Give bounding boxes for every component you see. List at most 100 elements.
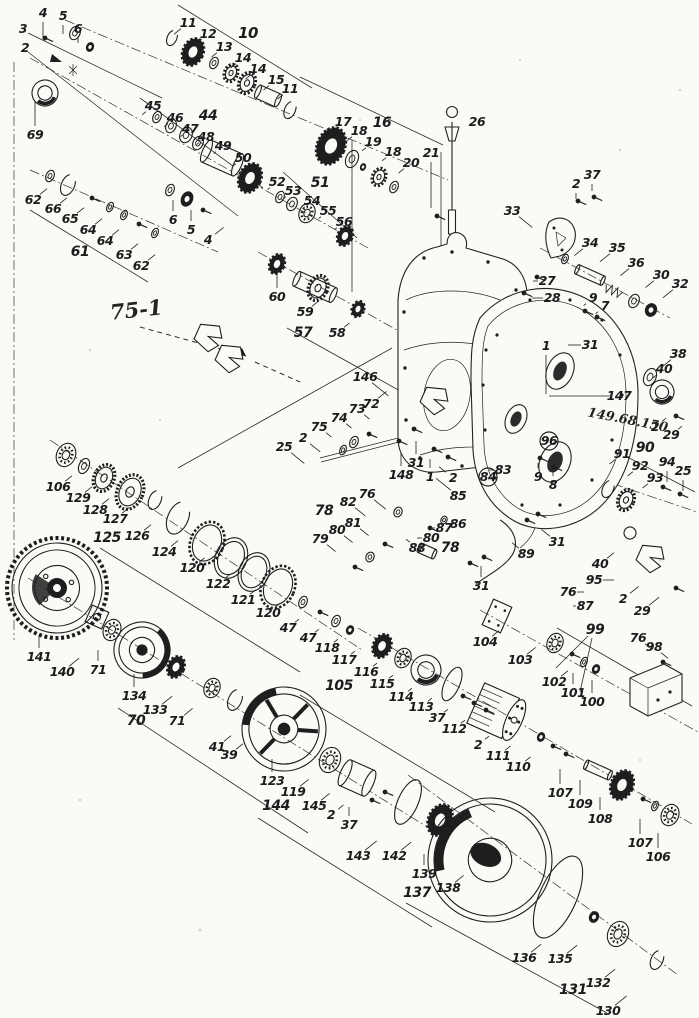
part-gear	[306, 273, 330, 303]
part-dgear	[314, 126, 348, 166]
leader-line	[372, 662, 378, 667]
part-cyl	[574, 264, 606, 286]
part-label-14: 14	[235, 50, 251, 65]
part-label-18: 18	[351, 123, 368, 138]
part-label-106: 106	[646, 849, 671, 864]
part-bolt	[460, 693, 472, 701]
part-label-50: 50	[235, 150, 252, 165]
leader-line	[645, 280, 655, 288]
part-label-86: 86	[450, 516, 467, 531]
part-washer	[275, 190, 285, 204]
part-label-55: 55	[320, 203, 337, 218]
part-label-96: 96	[541, 433, 558, 448]
part-label-65: 65	[62, 211, 79, 226]
part-label-109: 109	[568, 796, 593, 811]
part-flywheel	[5, 536, 109, 640]
part-label-85: 85	[450, 488, 467, 503]
part-label-108: 108	[588, 811, 613, 826]
leader-line	[388, 674, 394, 679]
part-bolt	[591, 194, 603, 202]
part-label-8: 8	[549, 477, 558, 492]
part-label-9: 9	[534, 469, 543, 484]
part-snap	[283, 100, 297, 120]
part-label-53: 53	[285, 183, 301, 198]
part-label-48: 48	[197, 129, 215, 144]
leader-line	[343, 535, 353, 543]
leader-line	[94, 218, 103, 225]
part-label-47: 47	[181, 121, 199, 136]
circled-label-ring	[539, 431, 559, 451]
part-label-70: 70	[127, 713, 146, 729]
leader-line	[350, 650, 356, 655]
part-dwasher	[644, 303, 658, 317]
part-washer	[580, 656, 588, 668]
part-cyl	[253, 84, 283, 108]
part-label-14: 14	[250, 61, 266, 76]
part-label-21: 21	[423, 145, 439, 160]
part-label-11: 11	[180, 15, 196, 30]
part-bearing	[318, 746, 342, 774]
part-label-131: 131	[559, 982, 587, 998]
part-label-60: 60	[269, 289, 286, 304]
leader-line	[320, 793, 330, 801]
part-bearing	[298, 202, 316, 224]
part-label-28: 28	[544, 290, 561, 305]
leader-line	[196, 142, 200, 145]
leader-line	[435, 478, 452, 491]
part-bolt	[673, 413, 685, 421]
leader-line	[333, 638, 339, 643]
part-label-52: 52	[269, 174, 285, 189]
leader-line	[230, 63, 237, 69]
part-bolt	[660, 484, 672, 492]
part-label-47: 47	[279, 620, 297, 635]
part-label-80: 80	[423, 530, 440, 545]
part-label-138: 138	[436, 880, 461, 895]
part-fork	[214, 344, 244, 374]
leader-line	[460, 719, 466, 724]
leader-line	[405, 538, 411, 543]
part-bolt	[640, 796, 652, 804]
part-label-41: 41	[208, 739, 225, 754]
part-washer	[331, 614, 341, 628]
leader-line	[609, 459, 616, 465]
part-label-40: 40	[655, 361, 673, 376]
part-washer	[339, 444, 347, 456]
leader-line	[648, 596, 660, 606]
part-label-75: 75	[311, 419, 328, 434]
part-dgear	[236, 162, 264, 194]
part-label-2: 2	[21, 40, 29, 55]
part-snap	[226, 689, 244, 711]
part-cyl	[292, 270, 338, 304]
part-washer	[344, 149, 360, 169]
leader-line	[299, 779, 309, 787]
part-washer	[651, 800, 659, 812]
leader-line	[193, 39, 202, 46]
part-washer	[152, 110, 162, 124]
leader-line	[290, 452, 305, 464]
part-disc	[259, 564, 297, 610]
part-disc2	[213, 537, 249, 579]
part-label-2: 2	[619, 591, 627, 606]
leader-line	[484, 735, 490, 740]
part-label-79: 79	[312, 531, 329, 546]
part-label-54: 54	[304, 193, 320, 208]
part-label-44: 44	[198, 108, 217, 124]
leader-line	[373, 499, 386, 510]
part-washer	[165, 183, 175, 197]
part-disc	[188, 520, 226, 566]
part-dgear	[350, 299, 366, 319]
part-label-127: 127	[103, 511, 128, 526]
part-label-11: 11	[282, 81, 298, 96]
part-label-7: 7	[601, 298, 610, 313]
part-label-2: 2	[572, 176, 580, 191]
part-label-124: 124	[152, 544, 177, 559]
leader-line	[629, 586, 639, 594]
part-label-94: 94	[659, 454, 675, 469]
part-bolt	[575, 198, 587, 206]
part-label-5: 5	[59, 8, 68, 23]
part-label-103: 103	[508, 652, 533, 667]
part-label-62: 62	[133, 258, 149, 273]
leader-line	[245, 74, 252, 80]
part-label-110: 110	[506, 759, 531, 774]
leader-line	[526, 647, 536, 655]
